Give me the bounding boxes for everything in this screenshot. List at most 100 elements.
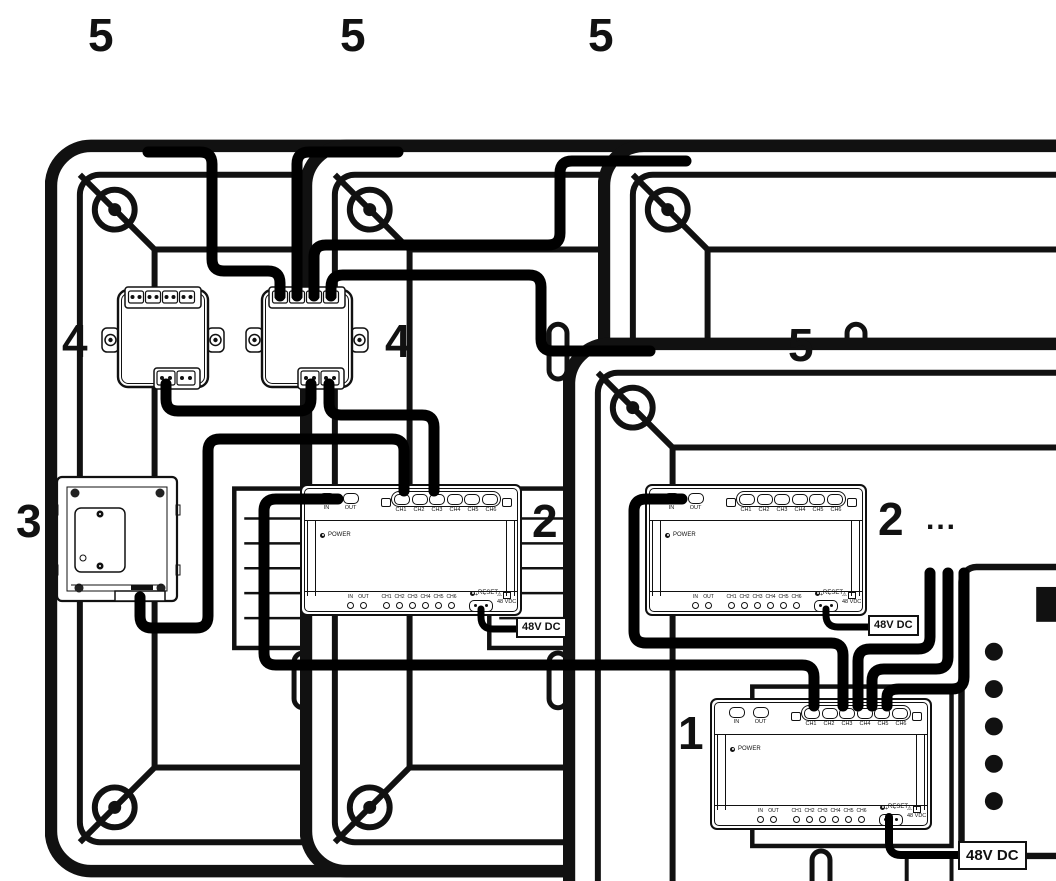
out-led [770, 816, 777, 823]
ch2-led [741, 602, 748, 609]
manual-icon [912, 806, 921, 813]
switch-body: POWER RESET [304, 520, 518, 596]
out-port-label: OUT [344, 504, 357, 511]
ch3-port [429, 493, 446, 505]
callout-monitor-1: 5 [88, 9, 114, 61]
voltage-label: 48 VDC [497, 599, 517, 605]
in-port [318, 493, 335, 504]
ch5-port [874, 707, 891, 719]
ch1-port [739, 493, 755, 505]
power-connector [814, 600, 838, 612]
power-connector [879, 814, 903, 826]
callout-main-switch: 1 [678, 707, 704, 759]
ch1-led [383, 602, 390, 609]
in-port [728, 707, 745, 718]
in-led [347, 602, 354, 609]
polarity-label: + - [475, 592, 488, 598]
out-port [687, 493, 704, 504]
in-port-label: IN [733, 718, 740, 725]
warning-icon: ⚠ [497, 591, 502, 598]
ellipsis-more-units: ... [926, 503, 958, 536]
in-led [692, 602, 699, 609]
voltage-label: 48 VDC [842, 599, 862, 605]
power-led-icon [320, 532, 325, 538]
in-port [663, 493, 680, 504]
ch4-led [832, 816, 839, 823]
port-group-tag [726, 498, 736, 507]
reset-label: RESET [888, 804, 909, 810]
polarity-label: + - [885, 806, 898, 812]
ch4-port [856, 707, 873, 719]
power-led-icon [730, 746, 735, 752]
port-group-tag [847, 498, 857, 507]
ch2-port [756, 493, 773, 505]
power-label: POWER [673, 532, 696, 538]
port-group-tag [791, 712, 801, 721]
ch2-port [411, 493, 428, 505]
out-port [752, 707, 769, 718]
ch3-port [839, 707, 856, 719]
ch2-led [396, 602, 403, 609]
callout-monitor-2: 5 [340, 9, 366, 61]
manual-icon [502, 592, 511, 599]
power-supply-label-right: 48V DC [868, 615, 919, 636]
ch6-led [793, 602, 800, 609]
distributor-left [100, 285, 226, 391]
ch6-port [481, 493, 498, 505]
power-label: POWER [328, 532, 351, 538]
ch3-port [774, 493, 791, 505]
out-port-label: OUT [754, 718, 767, 725]
din-rail-left [652, 520, 661, 596]
out-led [705, 602, 712, 609]
din-rail-right [916, 734, 925, 810]
reset-button-icon [880, 804, 885, 810]
ch3-led [819, 816, 826, 823]
din-rail-left [717, 734, 726, 810]
din-rail-left [307, 520, 316, 596]
port-group-tag [912, 712, 922, 721]
power-supply-label-left: 48V DC [516, 617, 567, 638]
power-label: POWER [738, 746, 761, 752]
ch5-led [845, 816, 852, 823]
ch4-port [791, 493, 808, 505]
callout-door-station: 3 [16, 495, 42, 547]
switch-body: POWER RESET [714, 734, 928, 810]
callout-monitor-4: 5 [788, 319, 814, 371]
switch-led-strip: IN OUT CH1 CH2 CH3 CH4 CH5 CH6 + - ⚠ 48 [304, 591, 518, 612]
voltage-label: 48 VDC [907, 813, 927, 819]
port-group-tag [502, 498, 512, 507]
ch4-led [422, 602, 429, 609]
ch2-port [821, 707, 838, 719]
callout-distributor-left: 4 [62, 315, 88, 367]
power-led-icon [665, 532, 670, 538]
out-port [342, 493, 359, 504]
door-station [53, 475, 181, 603]
callout-floor-switch-left: 2 [532, 495, 558, 547]
callout-distributor-right: 4 [385, 315, 411, 367]
ch4-led [767, 602, 774, 609]
ch3-led [754, 602, 761, 609]
ch6-led [858, 816, 865, 823]
ch3-led [409, 602, 416, 609]
warning-icon: ⚠ [842, 591, 847, 598]
ch4-port [446, 493, 463, 505]
ch6-port [826, 493, 843, 505]
in-port-label: IN [668, 504, 675, 511]
ch5-port [809, 493, 826, 505]
ch5-port [464, 493, 481, 505]
din-rail-right [506, 520, 515, 596]
